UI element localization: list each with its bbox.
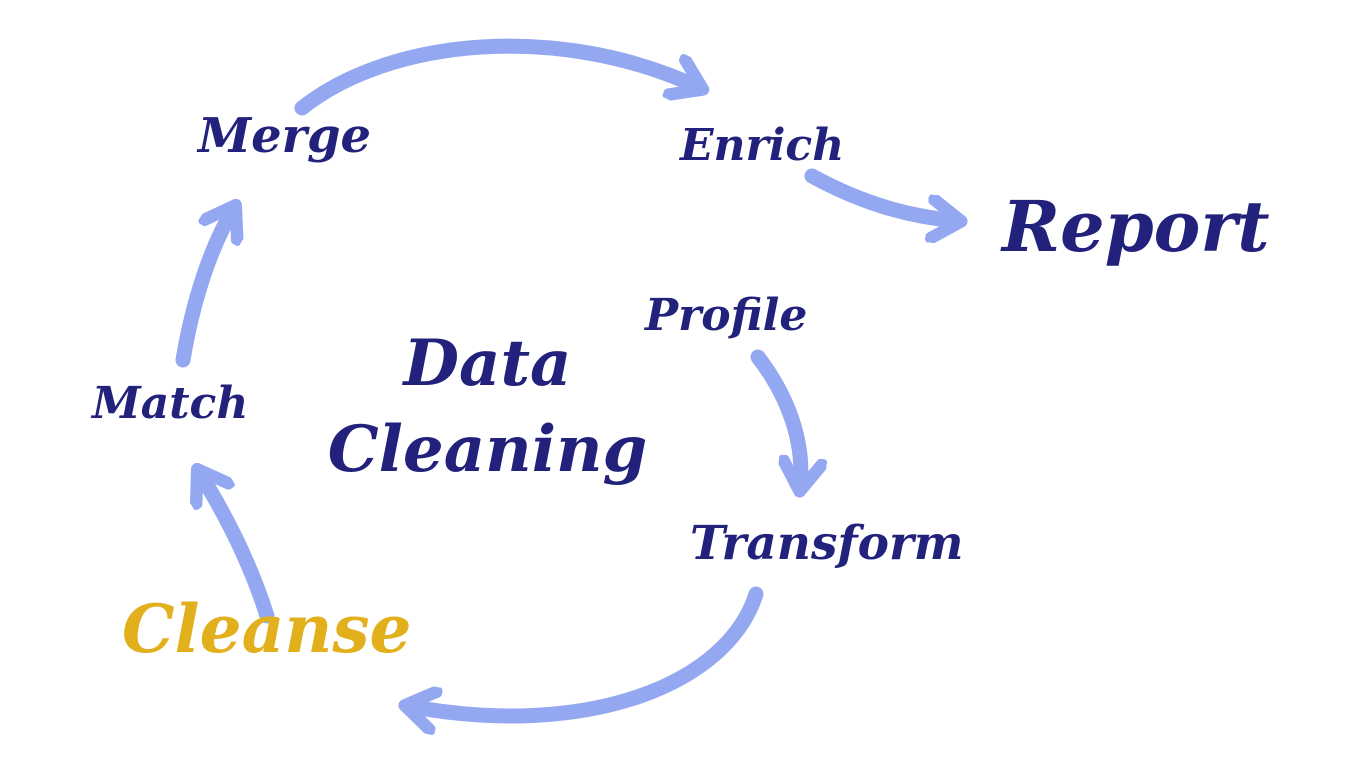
node-merge: Merge — [198, 108, 372, 164]
node-cleanse: Cleanse — [122, 590, 412, 668]
arrow-transform-to-cleanse — [408, 586, 764, 716]
title-line-1: Data — [403, 326, 572, 401]
node-profile: Profile — [645, 290, 808, 341]
node-report: Report — [1002, 185, 1270, 268]
arrow-match-to-merge — [175, 208, 234, 368]
node-enrich: Enrich — [680, 120, 845, 171]
arrow-merge-to-enrich — [294, 38, 700, 116]
diagram-title: Data Cleaning — [255, 332, 720, 482]
title-line-2: Cleaning — [327, 412, 648, 487]
node-match: Match — [92, 378, 249, 429]
arrow-enrich-to-report — [804, 168, 958, 221]
arrow-profile-to-transform — [750, 349, 801, 488]
node-transform: Transform — [690, 516, 964, 571]
